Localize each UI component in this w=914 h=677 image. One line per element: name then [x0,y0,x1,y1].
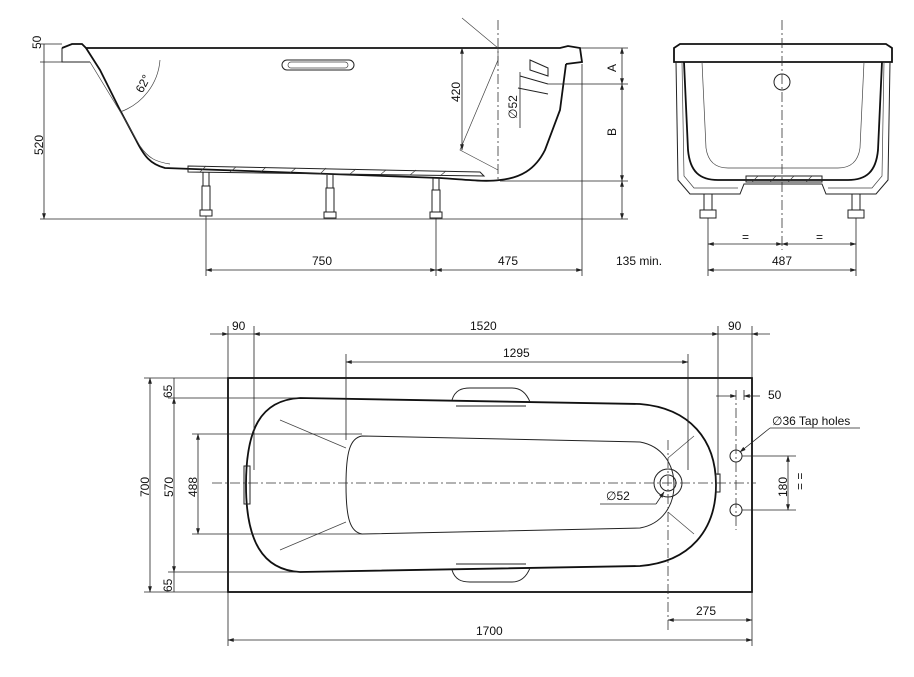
side-dim-135: 135 min. [616,254,662,268]
side-dim-520: 520 [32,135,46,155]
end-frame [675,61,891,195]
side-body-outline [85,47,567,182]
end-rim [673,43,893,63]
plan-dim-570: 570 [162,477,176,497]
end-inner [701,61,865,169]
plan-tap-holes-label: ∅36 Tap holes [772,414,850,428]
end-leg-left [699,194,717,219]
plan-dim-1520: 1520 [470,319,497,333]
plan-dim-1295: 1295 [503,346,530,360]
side-angle-label: 62° [133,72,154,95]
plan-dim-700: 700 [138,477,152,497]
side-dim-475: 475 [498,254,518,268]
side-handle-inner [287,61,349,69]
plan-dim-275: 275 [696,604,716,618]
plan-dim-180: 180 [776,477,790,497]
plan-eq-marks: = = [793,473,807,490]
end-eq-right: = [816,230,823,244]
plan-headrest [243,465,251,505]
side-dim-d52: ∅52 [506,95,520,119]
side-label-a: A [605,64,619,72]
side-rim [61,43,584,65]
side-handle [281,59,355,71]
side-dim-750: 750 [312,254,332,268]
plan-handle-top [451,387,531,407]
side-base-hatch [199,165,447,177]
end-leg-right [847,194,865,219]
plan-dim-1700: 1700 [476,624,503,638]
side-dim-50: 50 [30,35,44,49]
plan-bowl-outline [245,397,717,573]
plan-dim-65-bottom: 65 [161,578,175,592]
plan-dim-65-top: 65 [161,384,175,398]
plan-dim-d52: ∅52 [606,489,630,503]
side-overflow [517,59,549,95]
plan-dim-90-right: 90 [728,319,742,333]
side-view: 62° 50 520 420 ∅52 A B 750 475 135 min. [30,17,662,276]
plan-bowl-bottom [345,435,675,535]
side-diag-leader [459,17,499,171]
end-base-plate [745,175,823,183]
end-dim-487: 487 [772,254,792,268]
side-base-plate [187,165,486,177]
side-label-b: B [605,128,619,136]
plan-dim-488: 488 [186,477,200,497]
end-body [683,61,883,181]
side-angle-arc [119,59,161,113]
plan-dim-90-left: 90 [232,319,246,333]
plan-dim-50: 50 [768,388,782,402]
side-legs [199,172,443,219]
side-inner-line [89,61,171,165]
side-left-flange [61,48,90,63]
end-eq-left: = [742,230,749,244]
plan-handle-bottom [451,563,531,583]
plan-view: 90 1520 90 1295 50 ∅36 Tap holes 180 = =… [138,319,860,646]
plan-slope-lines [279,419,695,551]
end-view: = = 487 [673,20,893,276]
plan-outer-rim [227,377,753,593]
side-dim-420: 420 [449,82,463,102]
